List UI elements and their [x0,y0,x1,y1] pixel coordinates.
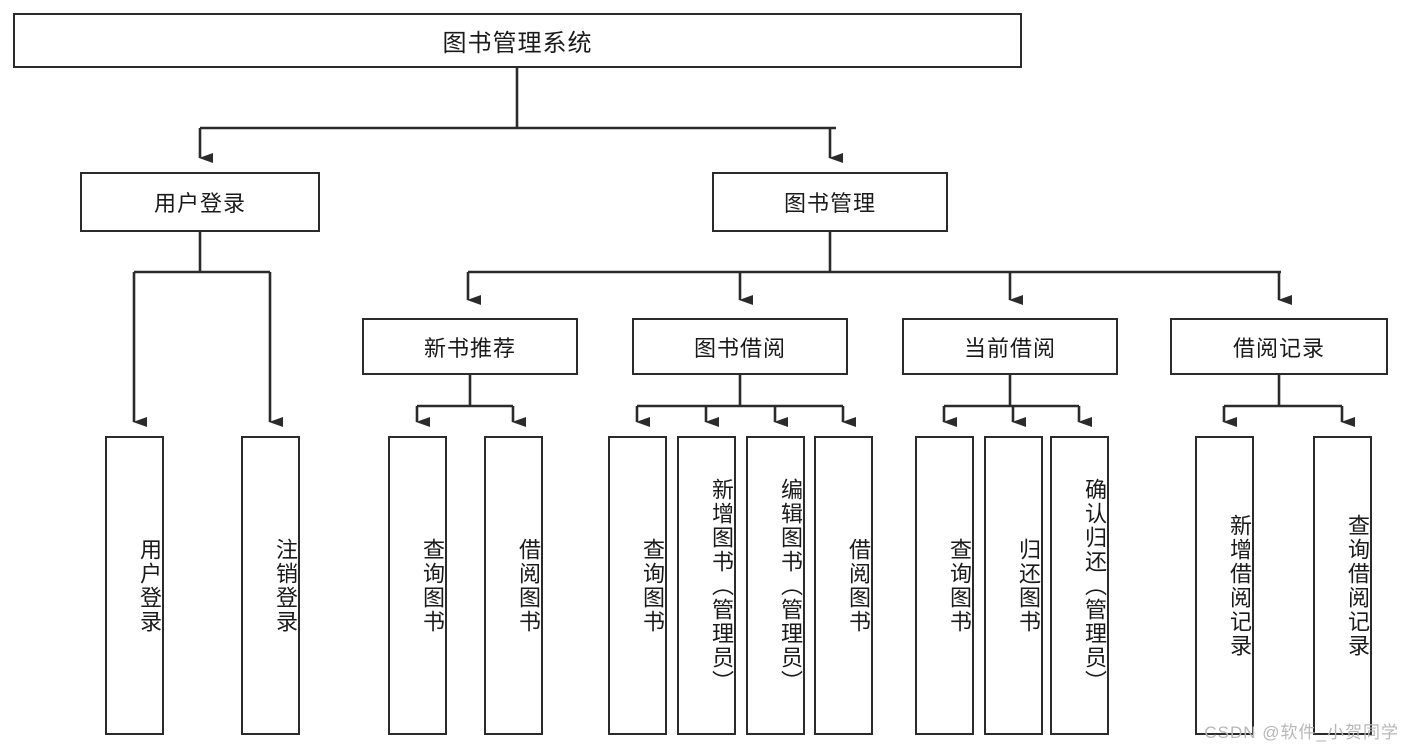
node-new-book-recommend[interactable]: 新书推荐 [362,318,578,375]
leaf-borrow-borrow-book[interactable]: 借阅图书 [814,436,873,735]
leaf-recommend-query-book[interactable]: 查询图书 [388,436,447,735]
leaf-records-query-record[interactable]: 查询借阅记录 [1313,436,1372,735]
leaf-user-login-login[interactable]: 用户登录 [105,436,164,735]
leaf-records-add-record[interactable]: 新增借阅记录 [1195,436,1254,735]
node-root[interactable]: 图书管理系统 [13,13,1022,68]
leaf-user-login-logout[interactable]: 注销登录 [241,436,300,735]
node-borrow-records[interactable]: 借阅记录 [1170,318,1388,375]
leaf-current-return-book[interactable]: 归还图书 [984,436,1043,735]
node-user-login[interactable]: 用户登录 [80,172,320,232]
leaf-borrow-edit-book[interactable]: 编辑图书（管理员） [746,436,805,735]
node-book-borrow[interactable]: 图书借阅 [632,318,848,375]
leaf-current-confirm-return[interactable]: 确认归还（管理员） [1050,436,1109,735]
leaf-borrow-add-book[interactable]: 新增图书（管理员） [677,436,736,735]
leaf-current-query-book[interactable]: 查询图书 [915,436,974,735]
leaf-recommend-borrow-book[interactable]: 借阅图书 [484,436,543,735]
node-book-management[interactable]: 图书管理 [712,172,948,232]
node-current-borrow[interactable]: 当前借阅 [902,318,1118,375]
watermark-text: CSDN @软件_小贺同学 [1204,723,1399,742]
leaf-borrow-query-book[interactable]: 查询图书 [608,436,667,735]
